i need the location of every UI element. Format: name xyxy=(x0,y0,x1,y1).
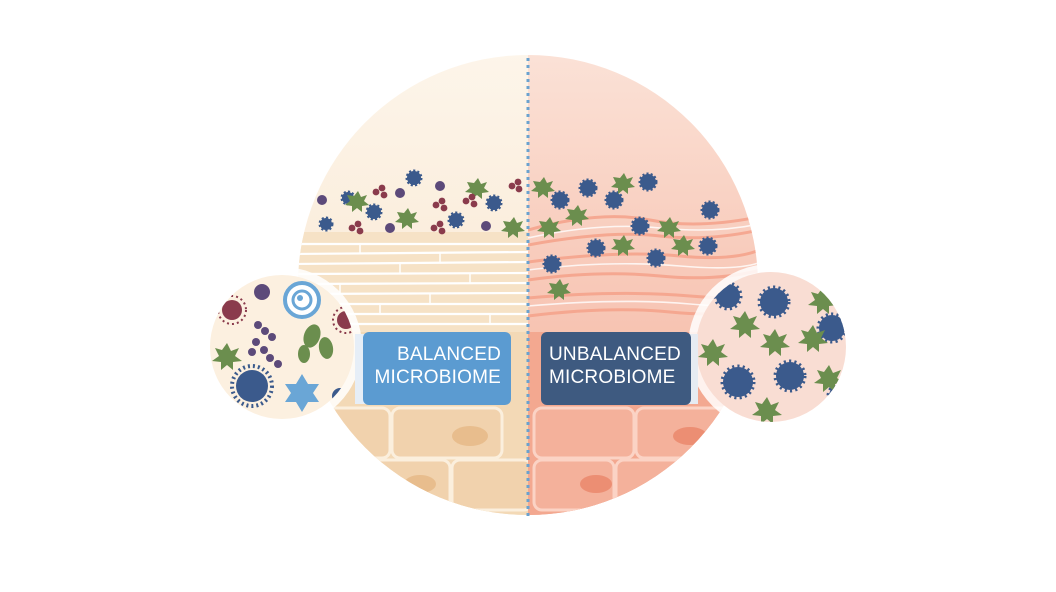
unbalanced-label-line2: MICROBIOME xyxy=(549,367,676,388)
balanced-microbes xyxy=(317,169,525,238)
balanced-label-line1: BALANCED xyxy=(396,344,501,365)
unbalanced-label-line1: UNBALANCED xyxy=(549,344,681,365)
balanced-magnifier-lens xyxy=(202,267,362,427)
unbalanced-microbiome-label: UNBALANCED MICROBIOME xyxy=(541,332,691,405)
label-plates xyxy=(355,332,698,405)
balanced-microbiome-label: BALANCED MICROBIOME xyxy=(363,332,511,405)
balanced-label-line2: MICROBIOME xyxy=(374,367,501,388)
unbalanced-magnifier-lens xyxy=(688,264,854,430)
unbalanced-microbes xyxy=(531,172,720,300)
